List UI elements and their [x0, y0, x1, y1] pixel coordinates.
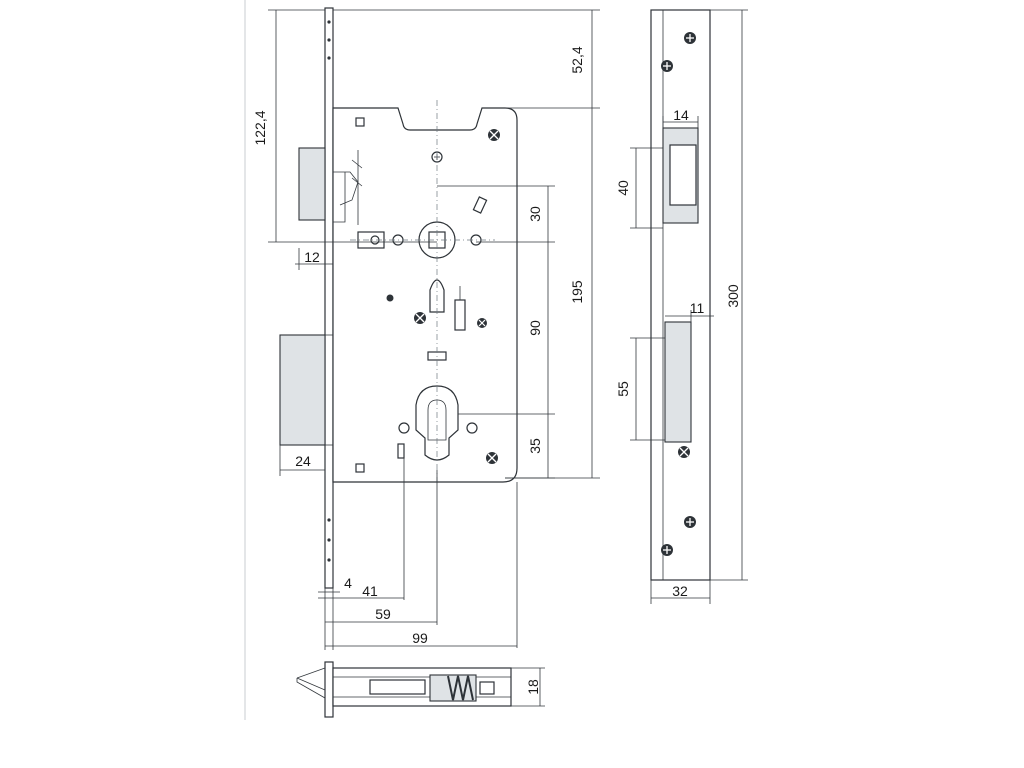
dim-122-4: 122,4	[252, 110, 268, 145]
dim-195: 195	[569, 280, 585, 304]
bolt-opening	[664, 321, 692, 443]
dim-59: 59	[375, 606, 391, 622]
front-view	[279, 7, 518, 589]
latch-bolt	[298, 147, 326, 221]
dim-99: 99	[412, 630, 428, 646]
dim-24: 24	[295, 453, 311, 469]
faceplate-screws	[661, 32, 696, 556]
lock-case	[332, 107, 518, 483]
dim-55: 55	[615, 381, 631, 397]
bottom-faceplate	[324, 661, 334, 718]
spring	[447, 675, 474, 701]
small-pin	[472, 196, 488, 214]
dim-18: 18	[525, 679, 541, 695]
screw-hole	[398, 422, 410, 434]
latch-spring	[351, 150, 363, 225]
dim-52-4: 52,4	[569, 46, 585, 73]
dim-4: 4	[344, 575, 352, 591]
dim-90: 90	[527, 320, 543, 336]
dim-35: 35	[527, 438, 543, 454]
faceplate-screw-holes	[327, 20, 331, 562]
bottom-view: 18	[296, 661, 545, 718]
dim-30: 30	[527, 206, 543, 222]
dim-12: 12	[304, 249, 320, 265]
front-view-dimensions: 122,4 52,4 195 30 90 35 12 24	[252, 9, 600, 650]
dim-40: 40	[615, 180, 631, 196]
dead-bolt	[279, 334, 326, 446]
dim-41: 41	[362, 583, 378, 599]
screw-hole	[466, 422, 478, 434]
bolt-guide	[454, 299, 466, 331]
dim-32: 32	[672, 583, 688, 599]
bottom-latch	[296, 667, 326, 699]
dim-300: 300	[725, 284, 741, 308]
faceplate-front	[324, 7, 334, 589]
faceplate-side-view: 14 40 11 55 300 32	[615, 9, 748, 604]
dim-11: 11	[690, 300, 705, 316]
faceplate-side	[650, 9, 711, 581]
dim-14: 14	[673, 107, 689, 123]
